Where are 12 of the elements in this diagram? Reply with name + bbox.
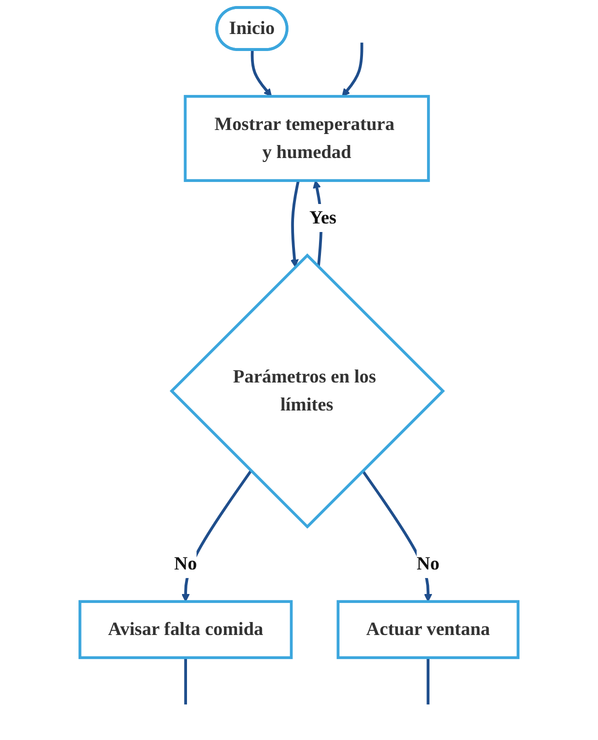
node-box: Avisar falta comida <box>78 600 293 660</box>
edge-label: Yes <box>309 208 336 228</box>
arrow <box>250 50 272 97</box>
edge-label: No <box>174 554 198 574</box>
arrow <box>290 180 300 268</box>
arrow <box>342 42 364 97</box>
node-box: Actuar ventana <box>336 600 520 660</box>
node-diamond: Parámetros en los límites <box>170 253 445 529</box>
edge-label: No <box>416 554 440 574</box>
node-box: Mostrar temeperatura y humedad <box>184 94 430 182</box>
connector <box>426 658 430 704</box>
connector <box>184 658 188 704</box>
